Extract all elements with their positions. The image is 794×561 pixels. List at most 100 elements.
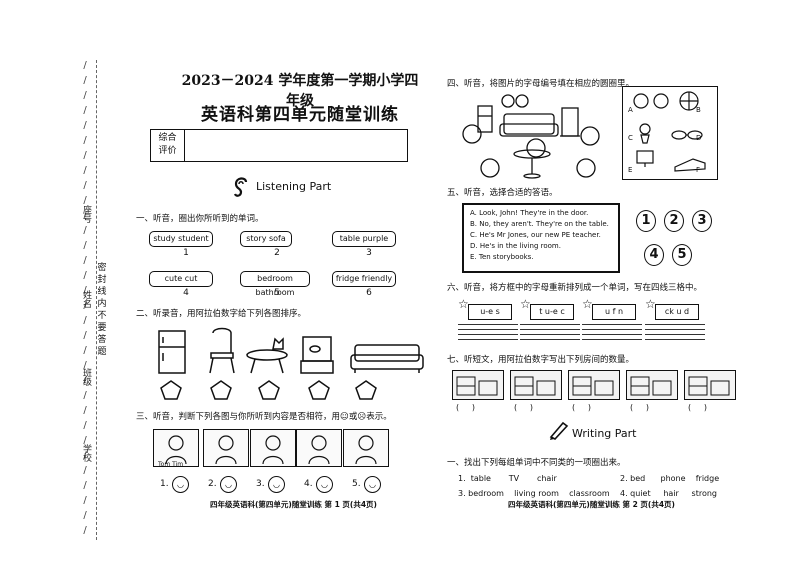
writing-part-title: Writing Part bbox=[572, 427, 637, 440]
binding-slash: / bbox=[83, 300, 87, 311]
smiley-face-icon[interactable]: ◡ bbox=[316, 476, 333, 493]
q7-answer-paren[interactable]: ( ) bbox=[456, 403, 475, 412]
q3-prompt: 三、听音，判断下列各图与你所听到内容是否相符，用☺或☹表示。 bbox=[136, 412, 392, 422]
q2-prompt: 二、听录音，用阿拉伯数字给下列各图排序。 bbox=[136, 309, 307, 319]
school-label: 学校 bbox=[81, 444, 91, 462]
binding-slash: / bbox=[83, 345, 87, 356]
year-line: 2023－2024 学年度第一学期小学四年级 bbox=[181, 73, 419, 109]
seal-char: 密 bbox=[97, 263, 107, 273]
smiley-face-icon[interactable]: ◡ bbox=[172, 476, 189, 493]
q5-prompt: 五、听音，选择合适的答语。 bbox=[447, 188, 558, 198]
q7-answer-paren[interactable]: ( ) bbox=[572, 403, 591, 412]
binding-slash: / bbox=[83, 330, 87, 341]
smiley-face-icon[interactable]: ◡ bbox=[220, 476, 237, 493]
footer-right: 四年级英语科(第四单元)随堂训练 第 2 页(共4页) bbox=[508, 500, 675, 509]
binding-slash: / bbox=[83, 270, 87, 281]
q4-letter: F bbox=[696, 166, 701, 174]
binding-slash: / bbox=[83, 255, 87, 266]
q6-letter-box: u f n bbox=[592, 304, 636, 320]
q7-answer-paren[interactable]: ( ) bbox=[514, 403, 533, 412]
smiley-face-icon[interactable]: ◡ bbox=[268, 476, 285, 493]
w1-row1-left: 1. table TV chair bbox=[458, 474, 557, 483]
q4-prompt: 四、听音，将图片的字母编号填在相应的圆圈里。 bbox=[447, 79, 635, 89]
chair-picture bbox=[209, 327, 235, 374]
q1-word-box[interactable]: story sofa bbox=[240, 231, 292, 247]
evaluation-label: 综合 评价 bbox=[151, 130, 185, 161]
seal-char: 要 bbox=[97, 323, 107, 333]
q4-letter: D bbox=[696, 134, 702, 142]
q5-option: E. Ten storybooks. bbox=[470, 253, 534, 261]
answer-circle[interactable]: 4 bbox=[644, 244, 664, 266]
answer-circle[interactable]: 2 bbox=[664, 210, 684, 232]
class-label: 班级 bbox=[81, 368, 91, 386]
binding-slash: / bbox=[83, 465, 87, 476]
binding-slash: / bbox=[83, 390, 87, 401]
evaluation-box: 综合 评价 bbox=[150, 129, 408, 162]
q7-answer-paren[interactable]: ( ) bbox=[630, 403, 649, 412]
w1-row1-right: 2. bed phone fridge bbox=[620, 474, 720, 483]
q1-word-box[interactable]: fridge friendly bbox=[332, 271, 396, 287]
q6-writing-lines[interactable] bbox=[582, 320, 642, 340]
q3-picture bbox=[296, 429, 342, 467]
q1-number: 6 bbox=[366, 288, 372, 298]
w1-row2-left: 3. bedroom living room classroom bbox=[458, 489, 610, 498]
binding-slash: / bbox=[83, 90, 87, 101]
answer-pentagon[interactable] bbox=[160, 380, 182, 400]
w1-prompt: 一、找出下列每组单词中不同类的一项圈出来。 bbox=[447, 458, 626, 468]
q6-prompt: 六、听音，将方框中的字母重新排列成一个单词，写在四线三格中。 bbox=[447, 283, 703, 293]
answer-pentagon[interactable] bbox=[210, 380, 232, 400]
q1-word-box[interactable]: bedroom bathroom bbox=[240, 271, 310, 297]
q6-writing-lines[interactable] bbox=[458, 320, 518, 340]
q5-option: A. Look, John! They're in the door. bbox=[470, 209, 589, 217]
binding-slash: / bbox=[83, 435, 87, 446]
answer-pentagon[interactable] bbox=[258, 380, 280, 400]
listening-part-title: Listening Part bbox=[256, 180, 332, 193]
answer-pentagon[interactable] bbox=[308, 380, 330, 400]
q3-number: 4. bbox=[304, 479, 313, 489]
q6-writing-lines[interactable] bbox=[520, 320, 580, 340]
q4-object-panel bbox=[622, 86, 718, 180]
ear-icon bbox=[232, 176, 252, 202]
q1-number: 4 bbox=[183, 288, 189, 298]
q5-option: C. He's Mr Jones, our new PE teacher. bbox=[470, 231, 601, 239]
answer-circle[interactable]: 1 bbox=[636, 210, 656, 232]
q1-word-box[interactable]: study student bbox=[149, 231, 213, 247]
w1-row2-right: 4. quiet hair strong bbox=[620, 489, 717, 498]
star-icon: ☆ bbox=[582, 297, 593, 311]
binding-slash: / bbox=[83, 150, 87, 161]
binding-line: //////////////////////////////// bbox=[76, 60, 97, 540]
star-icon: ☆ bbox=[520, 297, 531, 311]
q3-picture bbox=[250, 429, 296, 467]
q1-word-box[interactable]: table purple bbox=[332, 231, 396, 247]
q3-picture bbox=[153, 429, 199, 467]
binding-slash: / bbox=[83, 285, 87, 296]
binding-slash: / bbox=[83, 480, 87, 491]
q5-option: D. He's in the living room. bbox=[470, 242, 561, 250]
q4-letter: E bbox=[628, 166, 633, 174]
q7-prompt: 七、听短文，用阿拉伯数字写出下列房间的数量。 bbox=[447, 355, 635, 365]
answer-circle[interactable]: 5 bbox=[672, 244, 692, 266]
answer-circle[interactable]: 3 bbox=[692, 210, 712, 232]
seal-char: 题 bbox=[97, 347, 107, 357]
binding-slash: / bbox=[83, 225, 87, 236]
q1-word-box[interactable]: cute cut bbox=[149, 271, 213, 287]
q7-answer-paren[interactable]: ( ) bbox=[688, 403, 707, 412]
binding-slash: / bbox=[83, 450, 87, 461]
binding-slash: / bbox=[83, 180, 87, 191]
q6-letter-box: u-e s bbox=[468, 304, 512, 320]
name-label: 姓名 bbox=[81, 290, 91, 308]
house-picture bbox=[684, 370, 736, 400]
q1-prompt: 一、听音，圈出你所听到的单词。 bbox=[136, 214, 264, 224]
q5-option: B. No, they aren't. They're on the table… bbox=[470, 220, 609, 228]
eval-label-2: 评价 bbox=[158, 146, 177, 156]
pen-icon bbox=[548, 420, 570, 444]
binding-slash: / bbox=[83, 135, 87, 146]
answer-pentagon[interactable] bbox=[355, 380, 377, 400]
smiley-face-icon[interactable]: ◡ bbox=[364, 476, 381, 493]
q6-writing-lines[interactable] bbox=[645, 320, 705, 340]
binding-slash: / bbox=[83, 315, 87, 326]
binding-slash: / bbox=[83, 75, 87, 86]
binding-slash: / bbox=[83, 375, 87, 386]
seal-char: 不 bbox=[97, 311, 107, 321]
q3-pic-caption: Tom Tim bbox=[158, 461, 184, 468]
